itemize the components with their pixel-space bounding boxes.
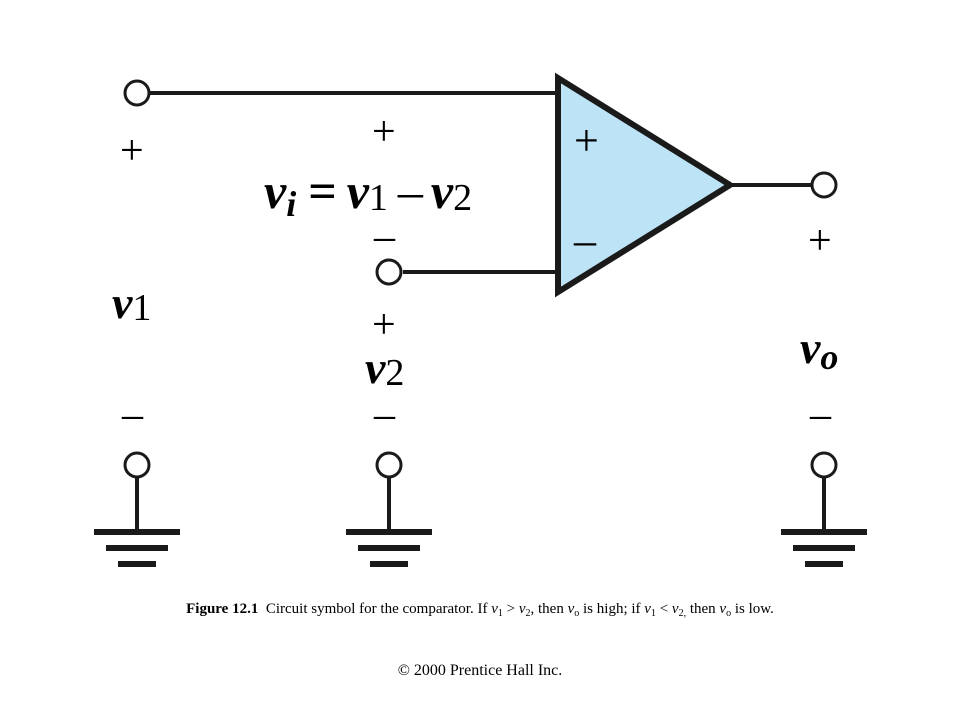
caption-text: > [502,601,519,617]
caption-var: v [567,601,575,617]
comparator-triangle [555,72,736,298]
v2-minus-sign: – [373,392,396,438]
caption-var: v [719,601,727,617]
caption-sub: 1 [497,608,503,619]
v1-plus-sign: + [120,128,144,174]
vo-plus-sign: + [808,218,832,264]
comparator-circuit-diagram: + – + v1 – + vi=v1–v2 – + v2 – + vo – [94,72,867,567]
caption-sub: o [726,608,732,619]
terminal-v1-bottom [123,451,151,479]
wires [135,91,826,530]
caption-var: v [644,601,651,617]
terminal-v1-top [123,79,151,107]
caption-var: v [491,601,498,617]
caption-text: is high; if [579,601,645,617]
caption-text: Circuit symbol for the comparator. If [265,601,492,617]
ground-symbol-v2 [346,529,432,567]
caption-text: is low. [731,601,774,617]
vi-equation: vi=v1–v2 [264,163,472,224]
caption-var: v [518,601,526,617]
terminal-vo-bottom [810,451,838,479]
terminal-v2-bottom [375,451,403,479]
caption-text: then [686,601,720,617]
caption-text: < [655,601,672,617]
figure-caption: Figure 12.1 Circuit symbol for the compa… [0,601,960,619]
figure-number: Figure 12.1 [186,601,259,617]
caption-sub: 2, [678,608,687,619]
v2-plus-sign: + [372,302,396,348]
opamp-minus-sign: – [573,216,597,265]
terminals [123,79,838,479]
caption-var: v [671,601,679,617]
v1-minus-sign: – [121,392,144,438]
vi-plus-sign: + [372,109,396,155]
caption-sub: 2 [525,608,531,619]
caption-sub: o [574,608,580,619]
vo-label: vo [800,322,838,377]
copyright-notice: © 2000 Prentice Hall Inc. [397,662,563,679]
v2-label: v2 [365,342,404,394]
vo-minus-sign: – [809,392,832,438]
caption-sub: 1 [650,608,656,619]
opamp-plus-sign: + [574,116,599,165]
ground-symbol-vo [781,529,867,567]
ground-symbol-v1 [94,529,180,567]
terminal-v2-top [375,258,403,286]
caption-text: , then [530,601,568,617]
v1-label: v1 [112,277,151,329]
vi-minus-sign: – [373,214,396,260]
terminal-vo-top [810,171,838,199]
